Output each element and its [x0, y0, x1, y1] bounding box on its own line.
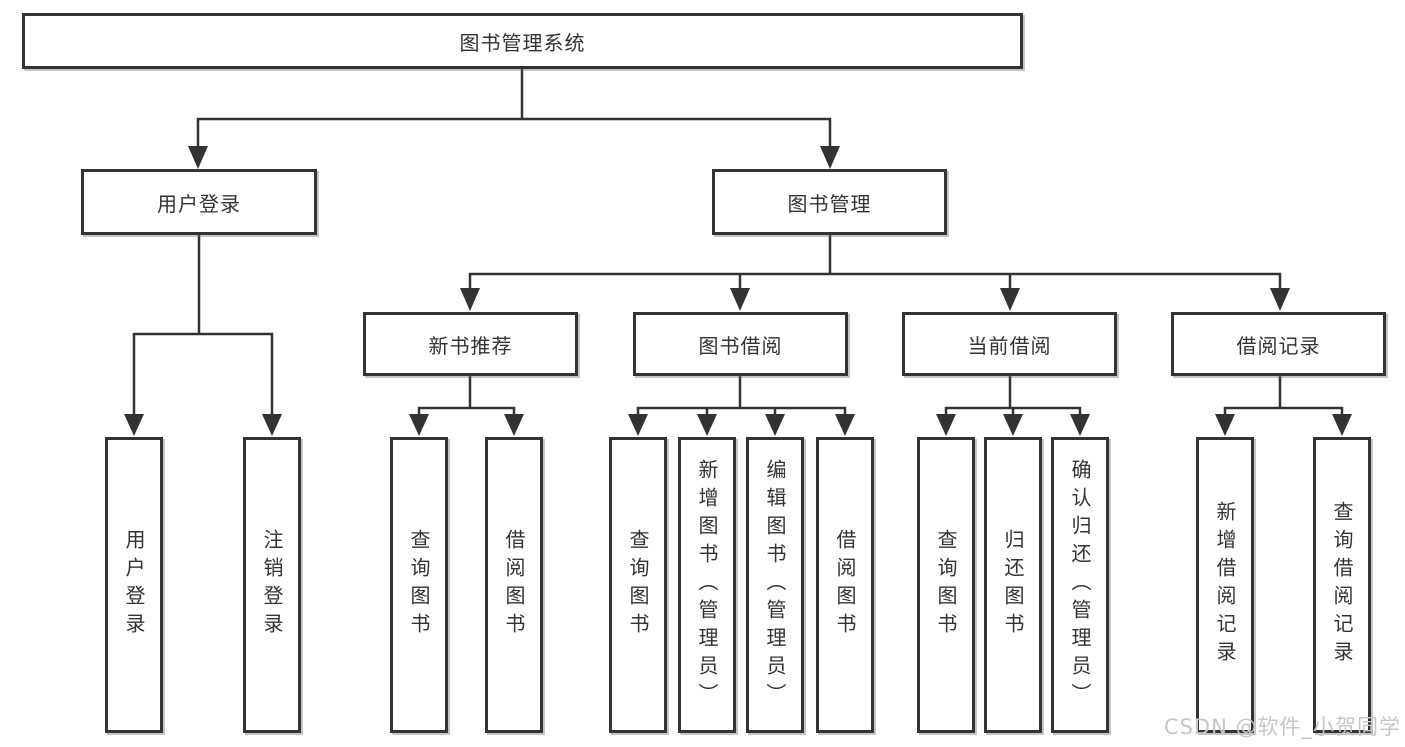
leaf-current-return-books: 归还图书: [984, 437, 1042, 733]
leaf-current-confirm-return-admin: 确认归还（管理员）: [1051, 437, 1109, 733]
leaf-label: 查询图书: [407, 529, 431, 641]
leaf-borrow-add-books-admin: 新增图书（管理员）: [678, 437, 736, 733]
leaf-borrow-query-books: 查询图书: [609, 437, 667, 733]
node-new-book-recommend: 新书推荐: [363, 312, 578, 376]
node-label: 当前借阅: [967, 333, 1052, 358]
leaf-label: 归还图书: [1001, 529, 1025, 641]
node-book-borrow: 图书借阅: [633, 312, 848, 376]
leaf-current-query-books: 查询图书: [917, 437, 975, 733]
node-current-borrow: 当前借阅: [902, 312, 1117, 376]
leaf-label: 借阅图书: [502, 529, 526, 641]
leaf-label: 注销登录: [260, 529, 284, 641]
leaf-logout: 注销登录: [243, 437, 301, 733]
leaf-label: 查询借阅记录: [1330, 501, 1354, 669]
node-label: 新书推荐: [428, 333, 513, 358]
node-borrow-records: 借阅记录: [1171, 312, 1386, 376]
leaf-record-query-borrow-record: 查询借阅记录: [1313, 437, 1371, 733]
leaf-label: 查询图书: [934, 529, 958, 641]
node-label: 图书管理系统: [459, 30, 586, 55]
node-root-system: 图书管理系统: [22, 13, 1023, 69]
node-book-management: 图书管理: [712, 169, 947, 235]
leaf-newbook-query-books: 查询图书: [390, 437, 448, 733]
leaf-label: 编辑图书（管理员）: [763, 459, 787, 711]
leaf-borrow-edit-books-admin: 编辑图书（管理员）: [746, 437, 804, 733]
node-label: 图书管理: [787, 191, 872, 216]
csdn-watermark: CSDN @软件_小贺同学: [1163, 715, 1401, 739]
node-label: 借阅记录: [1236, 333, 1321, 358]
node-label: 图书借阅: [698, 333, 783, 358]
leaf-borrow-borrow-books: 借阅图书: [816, 437, 874, 733]
leaf-label: 借阅图书: [833, 529, 857, 641]
leaf-newbook-borrow-books: 借阅图书: [485, 437, 543, 733]
node-user-login: 用户登录: [81, 169, 317, 235]
leaf-label: 查询图书: [626, 529, 650, 641]
leaf-label: 用户登录: [122, 529, 146, 641]
node-label: 用户登录: [157, 191, 241, 216]
leaf-user-login: 用户登录: [105, 437, 163, 733]
leaf-label: 新增图书（管理员）: [695, 459, 719, 711]
leaf-record-add-borrow-record: 新增借阅记录: [1196, 437, 1254, 733]
leaf-label: 确认归还（管理员）: [1068, 459, 1092, 711]
leaf-label: 新增借阅记录: [1213, 501, 1237, 669]
